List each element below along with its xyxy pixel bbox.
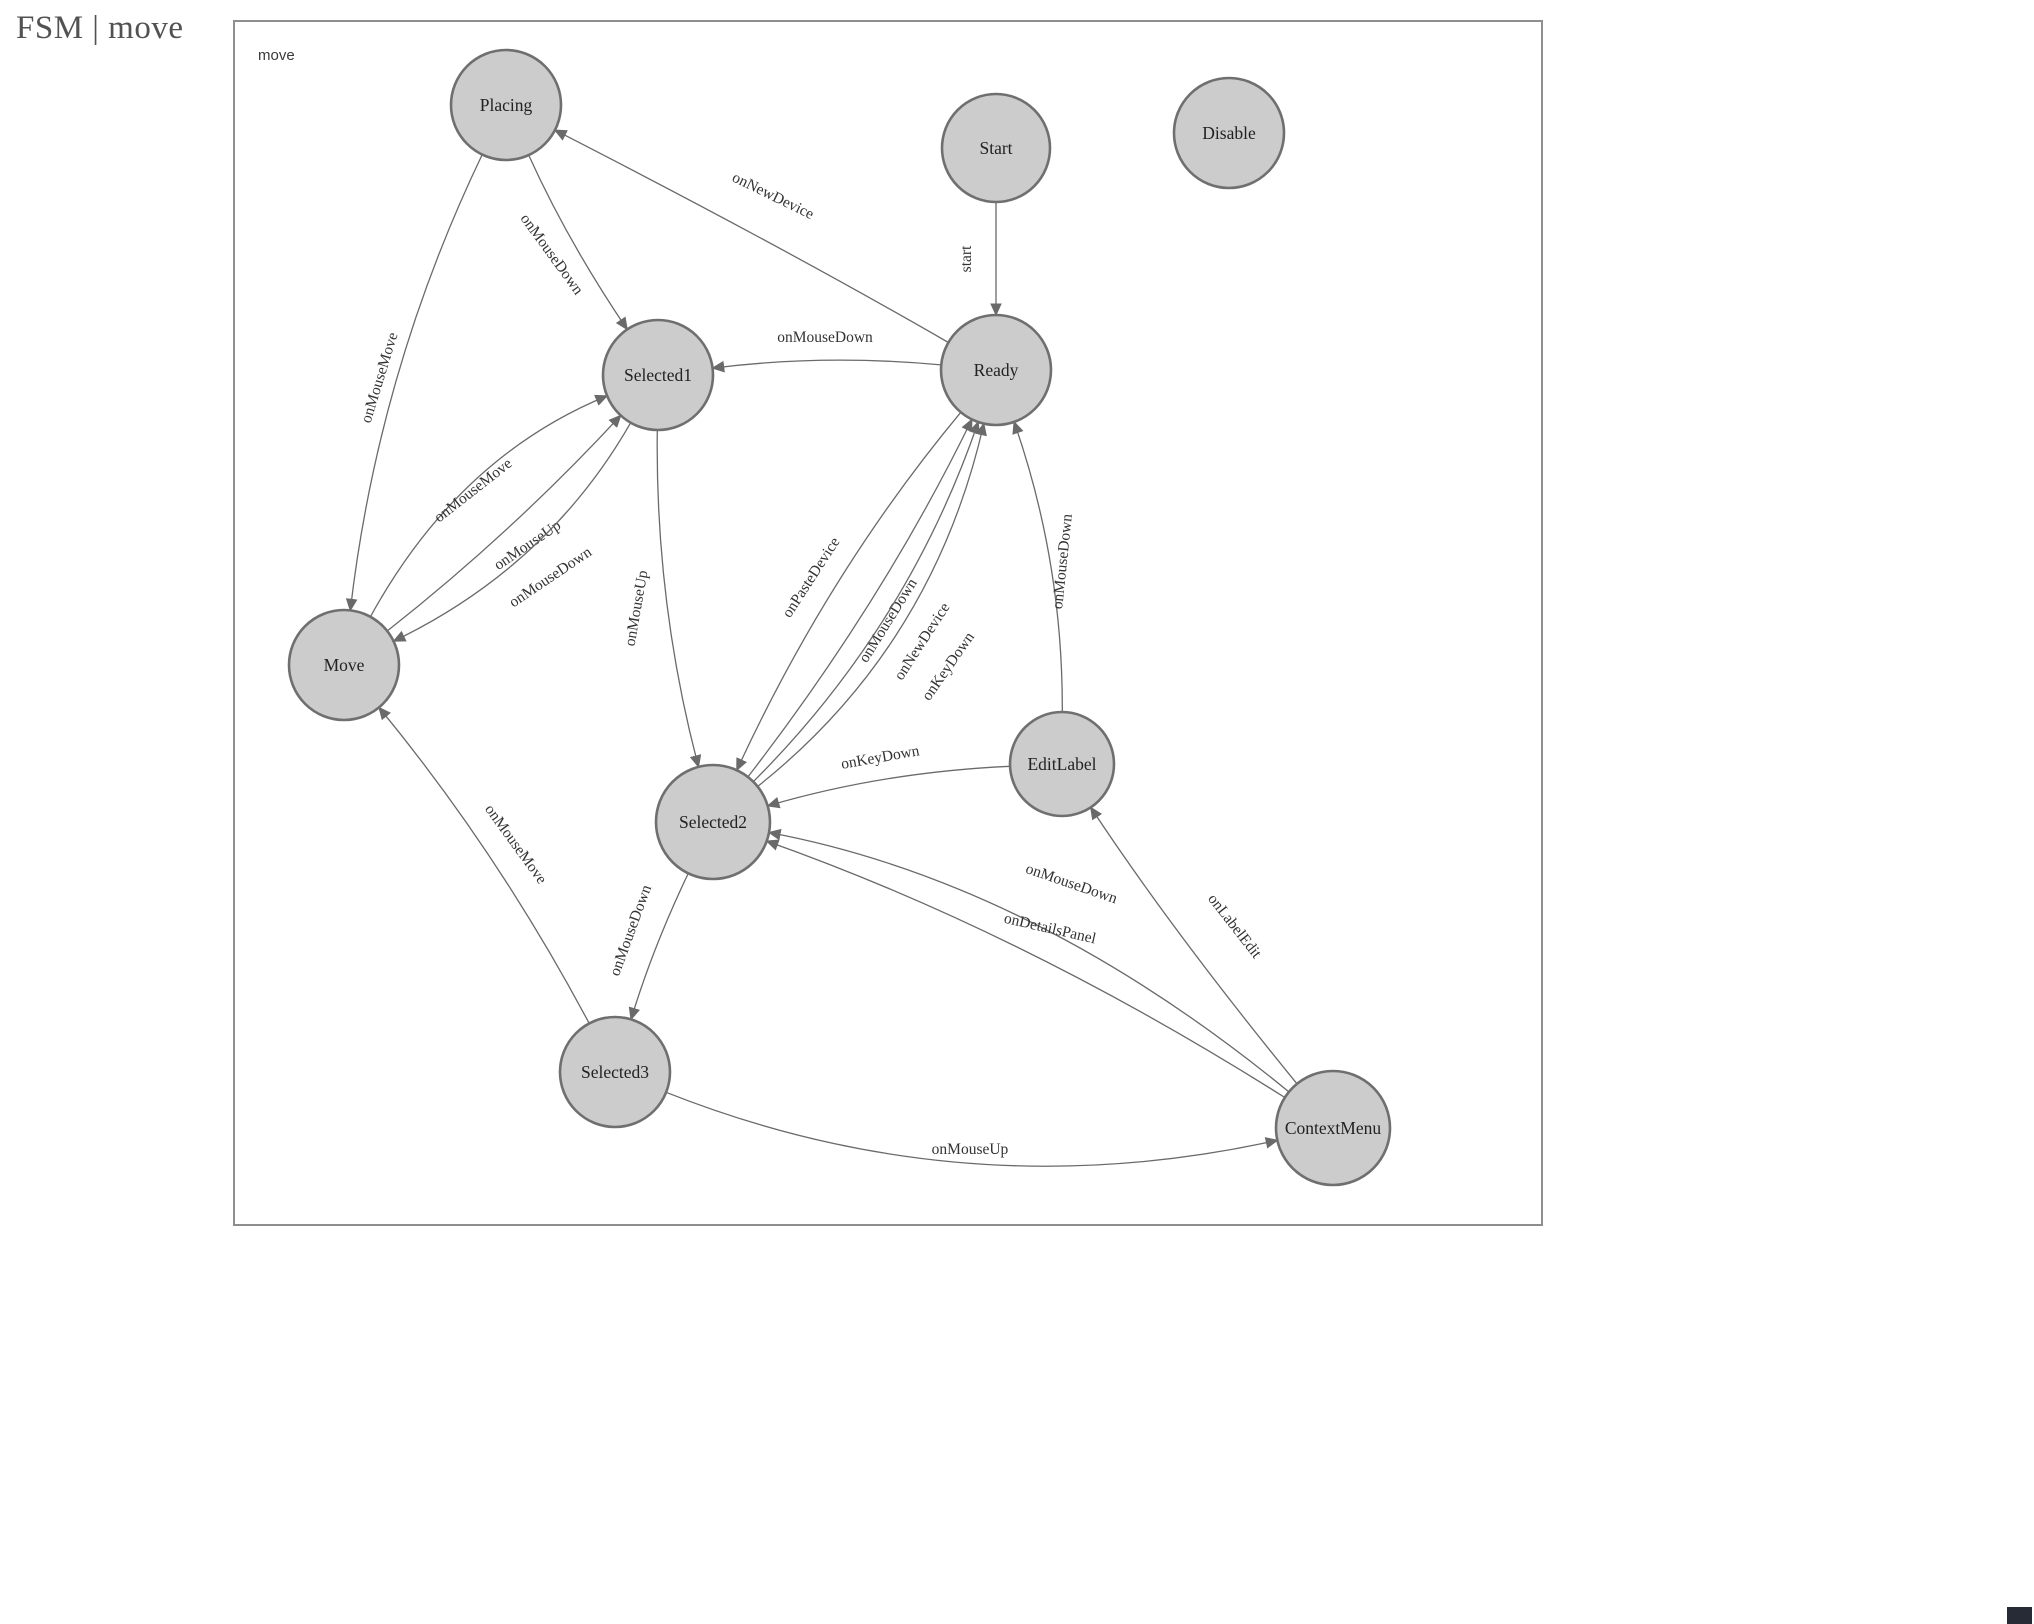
transition-label: onMouseDown [517, 211, 587, 299]
page-title: FSM | move [16, 10, 184, 46]
transition-ready-to-selected1 [711, 359, 942, 373]
transition-label: onMouseDown [606, 882, 655, 978]
transition-label: onMouseUp [932, 1141, 1009, 1158]
transition-contextmenu-to-selected2 [765, 839, 1286, 1099]
state-label: Selected3 [581, 1062, 649, 1082]
transition-label: onMouseDown [777, 329, 873, 346]
transition-label: onMouseMove [358, 330, 402, 425]
state-node-contextmenu[interactable]: ContextMenu [1274, 1069, 1392, 1187]
transition-ready-to-placing [553, 129, 949, 344]
state-node-move[interactable]: Move [287, 608, 401, 722]
transition-label: onMouseMove [431, 455, 516, 526]
transition-ready-to-selected2 [736, 411, 962, 772]
transition-label: onMouseDown [1024, 860, 1120, 907]
state-node-selected3[interactable]: Selected3 [558, 1015, 672, 1129]
transition-label: onDetailsPanel [1002, 910, 1097, 948]
canvas-label: move [258, 47, 295, 64]
state-label: Disable [1202, 123, 1256, 143]
transition-label: onLabelEdit [1204, 891, 1265, 962]
fsm-canvas: move start onMouseDown onNewDevice onMouseD… [233, 20, 1543, 1226]
transition-placing-to-move [345, 154, 483, 612]
transition-move-to-selected1 [386, 414, 622, 632]
transition-selected3-to-move [378, 706, 590, 1024]
transition-label: onPasteDevice [779, 534, 843, 621]
state-label: Start [979, 138, 1012, 158]
state-label: EditLabel [1027, 754, 1096, 774]
transition-selected2-to-ready [757, 422, 987, 788]
transition-editlabel-to-ready [1012, 420, 1063, 713]
transition-label: start [958, 245, 975, 272]
transition-selected2-to-selected3 [628, 873, 689, 1021]
state-node-editlabel[interactable]: EditLabel [1008, 710, 1116, 818]
transition-placing-to-selected1 [528, 154, 628, 331]
transition-label: onMouseUp [622, 569, 652, 648]
state-node-selected2[interactable]: Selected2 [654, 763, 772, 881]
transition-selected1-to-move [392, 422, 632, 642]
page-corner-artifact [2007, 1607, 2032, 1624]
transition-move-to-selected1 [369, 394, 609, 618]
transition-contextmenu-to-editlabel [1089, 806, 1298, 1085]
transition-label: onMouseMove [481, 801, 550, 887]
state-label: Ready [974, 360, 1019, 380]
transition-editlabel-to-selected2 [766, 765, 1011, 809]
state-node-placing[interactable]: Placing [449, 48, 563, 162]
transition-selected2-to-ready [752, 420, 980, 783]
transition-label: onMouseDown [1049, 513, 1076, 610]
transition-label: onKeyDown [840, 742, 921, 773]
state-label: Selected1 [624, 365, 692, 385]
state-node-selected1[interactable]: Selected1 [601, 318, 715, 432]
state-node-start[interactable]: Start [940, 92, 1052, 204]
transition-selected1-to-selected2 [656, 429, 702, 769]
transition-selected3-to-contextmenu [665, 1091, 1279, 1167]
state-label: Selected2 [679, 812, 747, 832]
transition-selected2-to-ready [747, 418, 973, 778]
state-node-ready[interactable]: Ready [939, 313, 1053, 427]
state-label: Move [324, 655, 365, 675]
state-label: ContextMenu [1285, 1118, 1381, 1138]
transition-contextmenu-to-selected2 [767, 828, 1290, 1093]
transition-label: onNewDevice [729, 169, 816, 223]
fsm-graph: startonMouseDownonNewDeviceonMouseDownon… [287, 48, 1392, 1187]
state-node-disable[interactable]: Disable [1172, 76, 1286, 190]
state-label: Placing [480, 95, 533, 115]
